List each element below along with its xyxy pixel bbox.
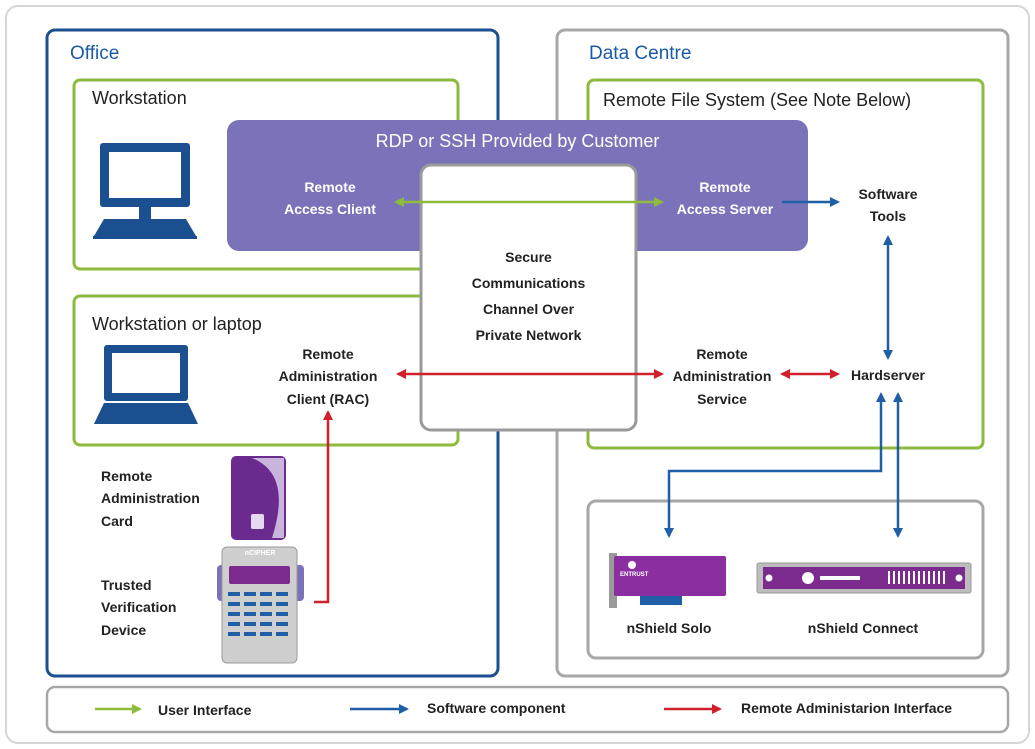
smart-card-icon xyxy=(231,456,286,540)
hardserver-label: Hardserver xyxy=(851,367,925,383)
remote-admin-card-label: Remote Administration Card xyxy=(101,465,221,532)
remote-access-client-label: Remote Access Client xyxy=(265,176,395,221)
workstation-title: Workstation xyxy=(92,88,187,108)
ras-line3: Service xyxy=(697,390,747,407)
legend-user-interface: User Interface xyxy=(158,702,252,718)
hardserver-solo-arrow xyxy=(664,392,886,538)
remote-access-client-line2: Access Client xyxy=(284,201,376,218)
verification-device-icon xyxy=(217,546,304,664)
nshield-connect-icon xyxy=(756,562,972,594)
legend-software-component: Software component xyxy=(427,700,566,716)
secure-channel-line1: Secure xyxy=(505,249,552,265)
workstation-laptop-title: Workstation or laptop xyxy=(92,314,262,334)
tvd-line2: Verification xyxy=(101,599,177,616)
tvd-to-rac-arrow xyxy=(314,410,333,604)
legend-remote-admin: Remote Administarion Interface xyxy=(741,700,953,716)
remote-access-server-line1: Remote xyxy=(699,179,751,195)
solo-brand-label: ENTRUST xyxy=(620,572,649,578)
secure-channel-line2: Communications xyxy=(471,275,586,291)
office-title: Office xyxy=(70,43,120,64)
tvd-label: Trusted Verification Device xyxy=(101,574,221,641)
nshield-connect-label: nShield Connect xyxy=(807,620,919,636)
nshield-solo-label: nShield Solo xyxy=(626,620,712,636)
ras-label: Remote Administration Service xyxy=(663,343,781,410)
remote-access-server-line2: Access Server xyxy=(676,201,774,218)
card-line3: Card xyxy=(101,512,133,529)
card-line1: Remote xyxy=(101,468,153,484)
desktop-computer-icon xyxy=(93,143,197,239)
rdp-title: RDP or SSH Provided by Customer xyxy=(375,131,660,151)
card-line2: Administration xyxy=(101,490,200,507)
secure-channel-line4: Private Network xyxy=(475,327,582,343)
ras-line1: Remote xyxy=(696,346,748,362)
rac-line1: Remote xyxy=(302,346,354,362)
remote-access-client-line1: Remote xyxy=(304,179,356,195)
laptop-icon xyxy=(94,345,198,424)
software-tools-label: Software Tools xyxy=(838,183,938,228)
data-centre-title: Data Centre xyxy=(589,43,692,64)
ras-line2: Administration xyxy=(672,368,772,385)
remote-fs-title: Remote File System (See Note Below) xyxy=(603,90,912,110)
legend-box xyxy=(45,685,1010,734)
rac-label: Remote Administration Client (RAC) xyxy=(268,343,388,410)
tvd-brand-label: nCIPHER xyxy=(244,550,276,557)
rac-line3: Client (RAC) xyxy=(286,390,370,407)
tvd-line3: Device xyxy=(101,621,147,638)
software-tools-line1: Software xyxy=(858,186,918,202)
nshield-solo-icon xyxy=(609,553,726,608)
remote-access-server-label: Remote Access Server xyxy=(660,176,790,221)
secure-channel-label: Secure Communications Channel Over Priva… xyxy=(421,244,636,348)
secure-channel-line3: Channel Over xyxy=(482,301,575,317)
rac-line2: Administration xyxy=(278,368,378,385)
tvd-line1: Trusted xyxy=(101,577,152,593)
secure-channel-box xyxy=(419,163,638,432)
software-tools-line2: Tools xyxy=(869,208,907,225)
